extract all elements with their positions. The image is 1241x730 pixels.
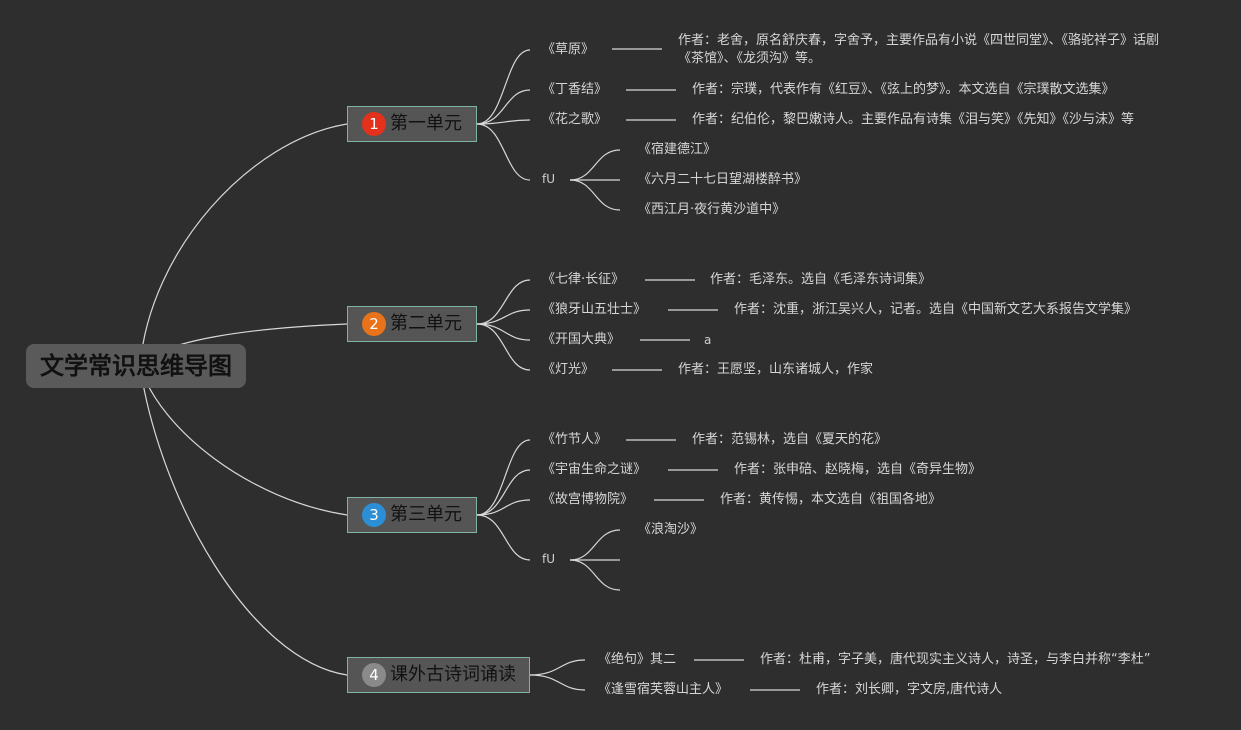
unit-label: 第二单元 bbox=[390, 313, 462, 334]
leaf-title[interactable]: 《七律·长征》 bbox=[542, 272, 625, 287]
leaf-desc[interactable]: 作者：毛泽东。选自《毛泽东诗词集》 bbox=[710, 272, 932, 287]
leaf-title[interactable]: 《绝句》其二 bbox=[598, 652, 677, 667]
leaf-desc[interactable]: 作者：沈重，浙江吴兴人，记者。选自《中国新文艺大系报告文学集》 bbox=[734, 302, 1138, 317]
poem-title[interactable]: 《西江月·夜行黄沙道中》 bbox=[638, 202, 786, 217]
number-badge: 4 bbox=[362, 663, 386, 687]
leaf-desc[interactable]: 作者：杜甫，字子美，唐代现实主义诗人，诗圣，与李白并称“李杜” bbox=[760, 652, 1151, 667]
leaf-desc[interactable]: 作者：黄传惕，本文选自《祖国各地》 bbox=[720, 492, 942, 507]
unit-node-1[interactable]: 1 第一单元 bbox=[347, 106, 477, 142]
leaf-title[interactable]: 《开国大典》 bbox=[542, 332, 621, 347]
root-node[interactable]: 文学常识思维导图 bbox=[26, 344, 246, 388]
leaf-title[interactable]: 《逢雪宿芙蓉山主人》 bbox=[598, 682, 729, 697]
unit-node-3[interactable]: 3 第三单元 bbox=[347, 497, 477, 533]
unit-label: 第三单元 bbox=[390, 504, 462, 525]
unit-node-2[interactable]: 2 第二单元 bbox=[347, 306, 477, 342]
leaf-desc[interactable]: 作者：范锡林，选自《夏天的花》 bbox=[692, 432, 888, 447]
leaf-title[interactable]: 《灯光》 bbox=[542, 362, 595, 377]
leaf-title[interactable]: 《狼牙山五壮士》 bbox=[542, 302, 647, 317]
leaf-desc[interactable]: a bbox=[704, 333, 712, 347]
leaf-desc[interactable]: 作者：宗璞，代表作有《红豆》、《弦上的梦》。本文选自《宗璞散文选集》 bbox=[692, 82, 1115, 97]
group-label[interactable]: fU bbox=[542, 552, 556, 566]
number-badge: 3 bbox=[362, 503, 386, 527]
leaf-desc[interactable]: 作者：纪伯伦，黎巴嫩诗人。主要作品有诗集《泪与笑》《先知》《沙与沫》等 bbox=[692, 112, 1135, 127]
poem-title[interactable]: 《浪淘沙》 bbox=[638, 522, 704, 537]
leaf-title[interactable]: 《竹节人》 bbox=[542, 432, 608, 447]
unit-node-4[interactable]: 4 课外古诗词诵读 bbox=[347, 657, 530, 693]
unit-label: 课外古诗词诵读 bbox=[390, 664, 516, 685]
leaf-desc[interactable]: 作者：刘长卿，字文房,唐代诗人 bbox=[816, 682, 1003, 697]
poem-title[interactable]: 《六月二十七日望湖楼醉书》 bbox=[638, 172, 808, 187]
leaf-desc[interactable]: 作者：王愿坚，山东诸城人，作家 bbox=[678, 362, 874, 377]
number-badge: 2 bbox=[362, 312, 386, 336]
leaf-title[interactable]: 《丁香结》 bbox=[542, 82, 608, 97]
leaf-desc[interactable]: 作者：张申碚、赵晓梅，选自《奇异生物》 bbox=[734, 462, 982, 477]
leaf-desc[interactable]: 作者：老舍，原名舒庆春，字舍予，主要作品有小说《四世同堂》、《骆驼祥子》话剧《茶… bbox=[678, 33, 1160, 66]
group-label[interactable]: fU bbox=[542, 172, 556, 186]
poem-title[interactable]: 《宿建德江》 bbox=[638, 142, 717, 157]
leaf-title[interactable]: 《草原》 bbox=[542, 42, 595, 57]
leaf-title[interactable]: 《故宫博物院》 bbox=[542, 492, 634, 507]
unit-label: 第一单元 bbox=[390, 113, 462, 134]
leaf-title[interactable]: 《宇宙生命之谜》 bbox=[542, 462, 647, 477]
leaf-title[interactable]: 《花之歌》 bbox=[542, 112, 608, 127]
number-badge: 1 bbox=[362, 112, 386, 136]
